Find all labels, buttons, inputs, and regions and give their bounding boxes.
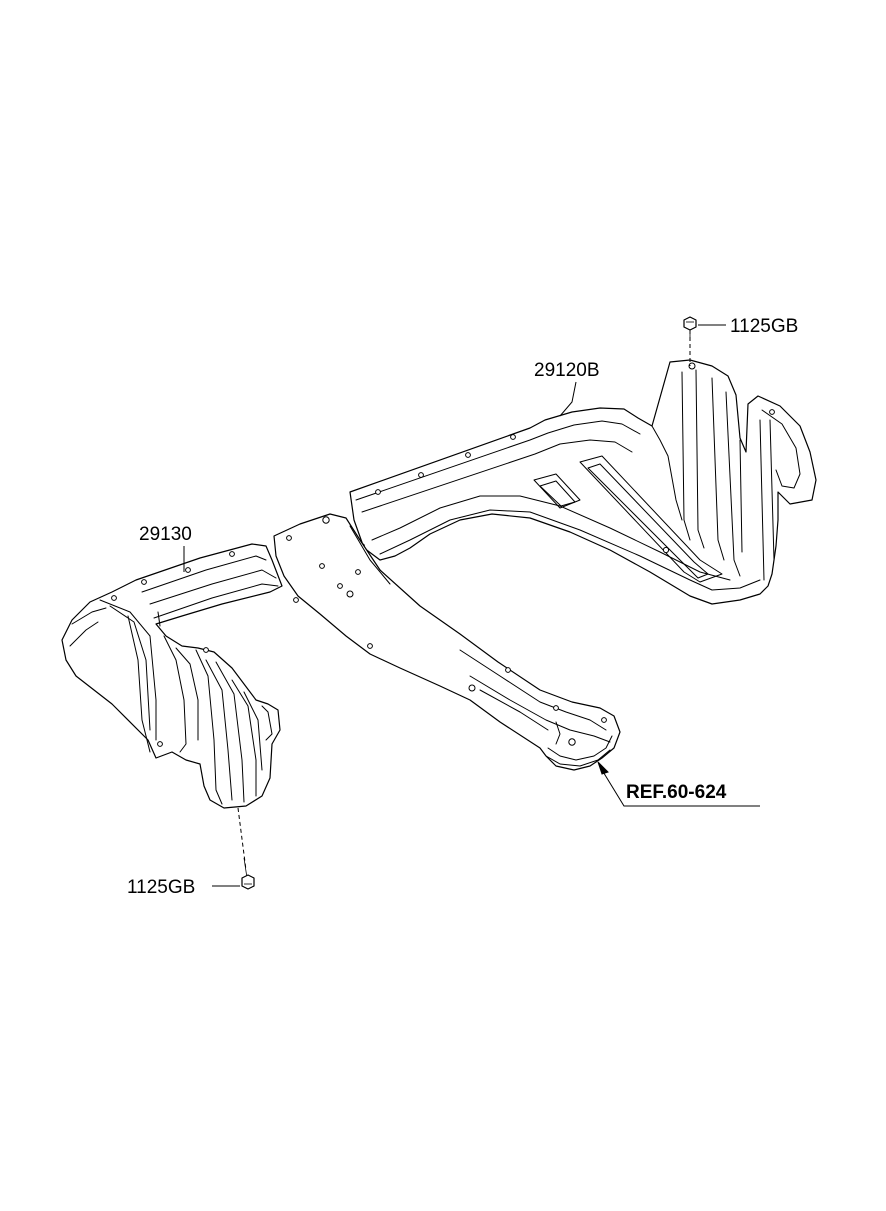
reference-label: REF.60-624	[626, 782, 727, 803]
bolt-top	[683, 316, 697, 366]
center-crossmember-part	[273, 513, 621, 771]
leader-lines	[183, 324, 760, 887]
bolt-bottom	[237, 807, 255, 890]
bolt-top-label: 1125GB	[730, 316, 798, 337]
under-cover-right-label: 29120B	[534, 360, 600, 381]
under-cover-right-part	[349, 359, 817, 605]
under-cover-left-label: 29130	[139, 524, 192, 545]
under-cover-left-part	[61, 543, 283, 809]
bolt-bottom-label: 1125GB	[127, 877, 195, 898]
